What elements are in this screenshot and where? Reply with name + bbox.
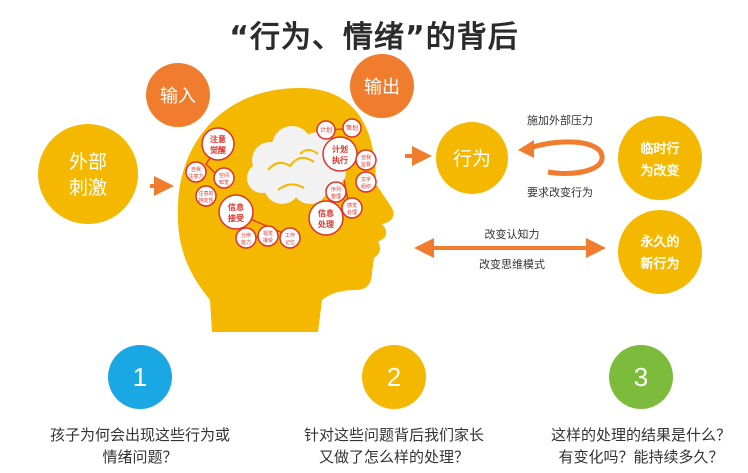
- brain-judge-line-2: 知觉: [219, 179, 229, 186]
- brain-strategy-label: 策划: [346, 124, 358, 132]
- brain-small-node-sequence: [325, 181, 347, 203]
- brain-retain-line-2: 持定性: [198, 197, 213, 204]
- brain-node-plan-exec: [322, 136, 358, 172]
- brain-info-accept-line-1: 信息: [228, 202, 244, 212]
- brain-text-org-line-1: 文字: [361, 176, 371, 183]
- brain-self-monitor-line-2: 监督: [361, 161, 371, 168]
- temp-change-node: [618, 116, 702, 200]
- step-1-line-1: 孩子为何会出现这些行为或: [49, 426, 230, 444]
- thinking-label: 改变思维模式: [479, 257, 545, 271]
- brain-sense-line-2: 能力: [241, 239, 251, 246]
- brain-small-node-self-monitor: [355, 149, 377, 171]
- input-label: 输入: [160, 86, 196, 107]
- brain-node-attention: [201, 127, 235, 161]
- brain-info-process-line-2: 处理: [317, 219, 334, 229]
- brain-memory-line-2: 记忆: [285, 239, 295, 246]
- brain-self-awareness-line-2: 注意力: [188, 173, 203, 180]
- lasting-line-1: 永久的: [639, 234, 679, 250]
- brain-plan-exec-line-2: 执行: [332, 155, 348, 165]
- step-2-question: 针对这些问题背后我们家长 又做了怎么样的处理？: [279, 424, 509, 468]
- brain-node-info-process: [308, 200, 344, 236]
- lasting-behavior-node: [618, 210, 702, 294]
- pressure-label: 施加外部压力: [527, 113, 593, 127]
- brain-small-node-self-awareness: [185, 161, 207, 183]
- brain-small-node-plan: [316, 120, 336, 140]
- brain-plan-exec-line-1: 计划: [332, 144, 348, 154]
- stimulus-node: [38, 124, 138, 224]
- demand-label: 要求改变行为: [527, 185, 593, 199]
- step-1-badge: 1: [108, 345, 172, 409]
- brain-memory-line-1: 工作: [285, 232, 295, 239]
- brain-sequence-line-1: 序列: [331, 186, 341, 193]
- input-node: [146, 63, 210, 127]
- brain-small-node-retain: [195, 185, 217, 207]
- step-2-line-2: 又做了怎么样的处理？: [318, 448, 469, 466]
- brain-small-node-judge: [213, 167, 235, 189]
- temp-change-line-2: 为改变: [640, 163, 679, 179]
- brain-self-awareness-line-1: 自我: [191, 166, 201, 173]
- brain-judge-line-1: 空间: [219, 172, 229, 179]
- stimulus-line-1: 外部: [69, 151, 107, 173]
- brain-small-node-perception: [341, 197, 363, 219]
- cognition-label: 改变认知力: [485, 227, 540, 241]
- brain-attention-line-1: 注意: [210, 134, 226, 144]
- stimulus-line-2: 刺激: [69, 177, 107, 199]
- behavior-label: 行为: [453, 148, 491, 170]
- pressure-loop-arrow: [529, 139, 605, 176]
- brain-small-node-text-org: [355, 171, 377, 193]
- brain-sense-line-1: 分辨: [241, 232, 251, 239]
- brain-small-node-sense: [235, 227, 257, 249]
- brain-info-process-line-1: 信息: [318, 208, 334, 218]
- brain-text-org-line-2: 组织: [361, 183, 371, 190]
- step-2-badge: 2: [362, 345, 426, 409]
- brain-small-node-receive: [257, 225, 279, 247]
- brain-plan-label: 计划: [320, 126, 332, 134]
- step-2-line-1: 针对这些问题背后我们家长: [303, 426, 484, 444]
- step-3-line-1: 这样的处理的结果是什么？: [550, 426, 731, 444]
- brain-node-info-accept: [218, 194, 254, 230]
- step-3-badge: 3: [609, 345, 673, 409]
- step-3-line-2: 有变化吗？能持续多久？: [558, 448, 724, 466]
- brain-cloud-icon: [247, 126, 346, 204]
- brain-perception-line-1: 感觉: [347, 202, 357, 209]
- brain-retain-line-1: 注意的: [198, 190, 213, 197]
- brain-small-node-memory: [279, 227, 301, 249]
- brain-small-node-strategy: [342, 118, 362, 138]
- step-3-question: 这样的处理的结果是什么？ 有变化吗？能持续多久？: [526, 424, 748, 468]
- temp-change-line-1: 临时行: [640, 141, 679, 157]
- pressure-arrowhead: [518, 140, 534, 158]
- behavior-node: [436, 122, 508, 194]
- brain-receive-line-1: 视觉: [263, 230, 273, 237]
- step-1-line-2: 情绪问题？: [102, 448, 178, 466]
- brain-sequence-line-2: 整理: [331, 193, 341, 200]
- lasting-line-2: 新行为: [640, 256, 679, 272]
- output-label: 输出: [364, 77, 400, 98]
- brain-folds: [267, 149, 319, 191]
- brain-self-monitor-line-1: 自我: [361, 154, 371, 161]
- brain-receive-line-2: 接受: [263, 237, 273, 244]
- output-node: [350, 54, 414, 118]
- brain-perception-line-2: 处理: [347, 209, 357, 216]
- page-title: “行为、情绪”的背后: [229, 20, 519, 55]
- brain-attention-line-2: 觉醒: [210, 145, 226, 155]
- brain-info-accept-line-2: 接受: [228, 213, 244, 223]
- step-1-question: 孩子为何会出现这些行为或 情绪问题？: [25, 424, 255, 468]
